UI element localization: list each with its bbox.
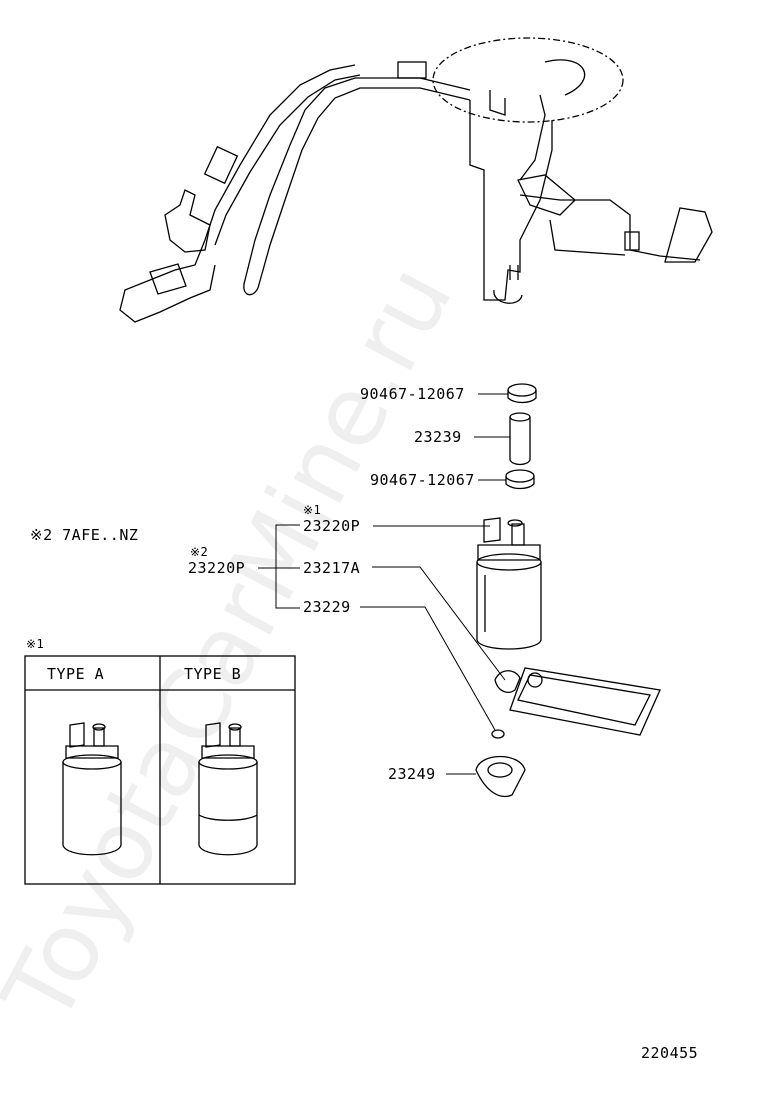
hose-illustration [509, 412, 531, 466]
type-table-marker: ※1 [26, 637, 44, 651]
fuel-line-inner [257, 87, 471, 289]
leader-grommet [360, 606, 496, 731]
label-pump-assy-2: 23220P [188, 559, 245, 577]
line-clamp [203, 145, 239, 185]
marker-1: ※1 [303, 503, 321, 517]
label-grommet: 23229 [303, 598, 351, 616]
fuel-pump-assembly-illustration [119, 37, 713, 323]
inner-pipe [489, 90, 506, 116]
fuel-filter-illustration [494, 667, 661, 736]
tank-flange-outline [432, 37, 624, 123]
fuel-pump-illustration [476, 517, 542, 650]
line-connector [397, 61, 427, 79]
float-arm [519, 194, 701, 261]
label-clip-upper: 90467-12067 [360, 385, 465, 403]
float [664, 207, 713, 263]
label-retainer: 23249 [388, 765, 436, 783]
float-arm-lower [549, 219, 626, 256]
sender-unit [517, 174, 576, 216]
label-filter: 23217A [303, 559, 360, 577]
bracket-foot [493, 289, 523, 304]
grommet-illustration [491, 729, 505, 739]
fuel-line-end [243, 279, 259, 296]
fuel-line-outer [244, 77, 471, 281]
label-pump-assy-1: 23220P [303, 517, 360, 535]
leader-filter [372, 566, 506, 681]
watermark: ToyotaCarMine.ru [0, 248, 474, 1042]
sender-wire [519, 94, 546, 181]
pump-bracket [469, 120, 553, 301]
type-b-pump-illustration [198, 722, 258, 856]
exploded-parts: 90467-12067 23239 90467-12067 [30, 383, 661, 797]
hose-fitting [149, 263, 187, 295]
diagram-number: 220455 [641, 1044, 698, 1062]
clip-upper-illustration [507, 383, 537, 404]
marker-2: ※2 [190, 545, 208, 559]
bracket-tabs [509, 265, 519, 280]
float-pivot [624, 231, 640, 251]
label-clip-lower: 90467-12067 [370, 471, 475, 489]
retainer-illustration [475, 756, 526, 797]
type-b-header: TYPE B [184, 665, 241, 683]
engine-note: ※2 7AFE..NZ [30, 526, 138, 544]
type-table: ※1 TYPE A TYPE B [24, 637, 296, 885]
type-a-header: TYPE A [47, 665, 104, 683]
label-hose: 23239 [414, 428, 462, 446]
return-line-inner [214, 74, 361, 246]
clip-lower-illustration [505, 469, 535, 490]
hose-end [119, 239, 216, 323]
return-line-outer [204, 64, 356, 241]
type-a-pump-illustration [62, 722, 122, 856]
mount-bracket [164, 189, 211, 253]
flange-cutout [544, 59, 586, 96]
bracket-lines [258, 524, 300, 609]
